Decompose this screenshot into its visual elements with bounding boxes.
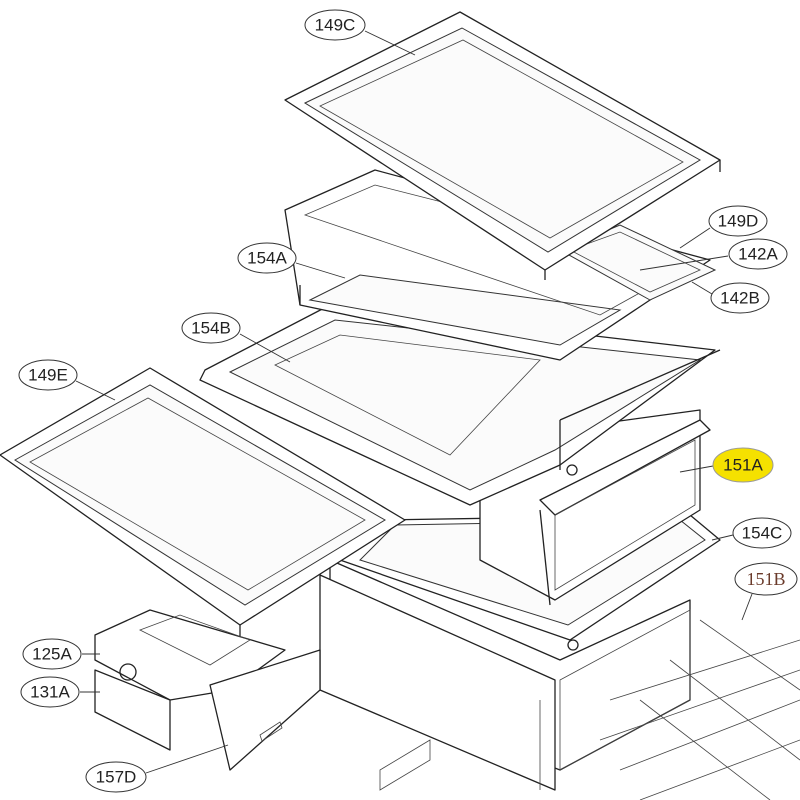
part-154B-shelf — [199, 304, 721, 506]
svg-text:149C: 149C — [315, 16, 356, 35]
svg-text:154C: 154C — [742, 524, 783, 543]
part-149E-shelf — [0, 367, 406, 645]
callout-157D: 157D — [85, 761, 147, 793]
svg-text:142A: 142A — [738, 245, 778, 264]
callout-151B: 151B — [734, 562, 798, 596]
wire-rack — [599, 619, 800, 800]
callout-131A: 131A — [20, 676, 80, 708]
callout-149D: 149D — [708, 205, 768, 237]
callout-142A: 142A — [728, 238, 788, 270]
callout-125A: 125A — [22, 638, 82, 670]
callout-154A: 154A — [237, 242, 297, 274]
svg-text:149D: 149D — [718, 212, 759, 231]
callout-149C: 149C — [304, 9, 366, 41]
svg-text:154A: 154A — [247, 249, 287, 268]
svg-text:149E: 149E — [28, 366, 68, 385]
svg-text:125A: 125A — [32, 645, 72, 664]
part-157D-bin — [209, 649, 431, 791]
svg-text:151B: 151B — [746, 569, 785, 589]
callout-149E: 149E — [18, 359, 78, 391]
svg-text:154B: 154B — [191, 319, 231, 338]
svg-text:157D: 157D — [96, 768, 137, 787]
callout-154C: 154C — [732, 517, 792, 549]
svg-text:131A: 131A — [30, 683, 70, 702]
svg-text:142B: 142B — [720, 289, 760, 308]
svg-text:151A: 151A — [723, 456, 763, 475]
part-149C-shelf — [284, 11, 721, 280]
callout-154B: 154B — [181, 312, 241, 344]
part-151B-drawer — [319, 559, 691, 791]
callout-142B: 142B — [710, 282, 770, 314]
callout-151A-highlighted: 151A — [712, 447, 774, 483]
